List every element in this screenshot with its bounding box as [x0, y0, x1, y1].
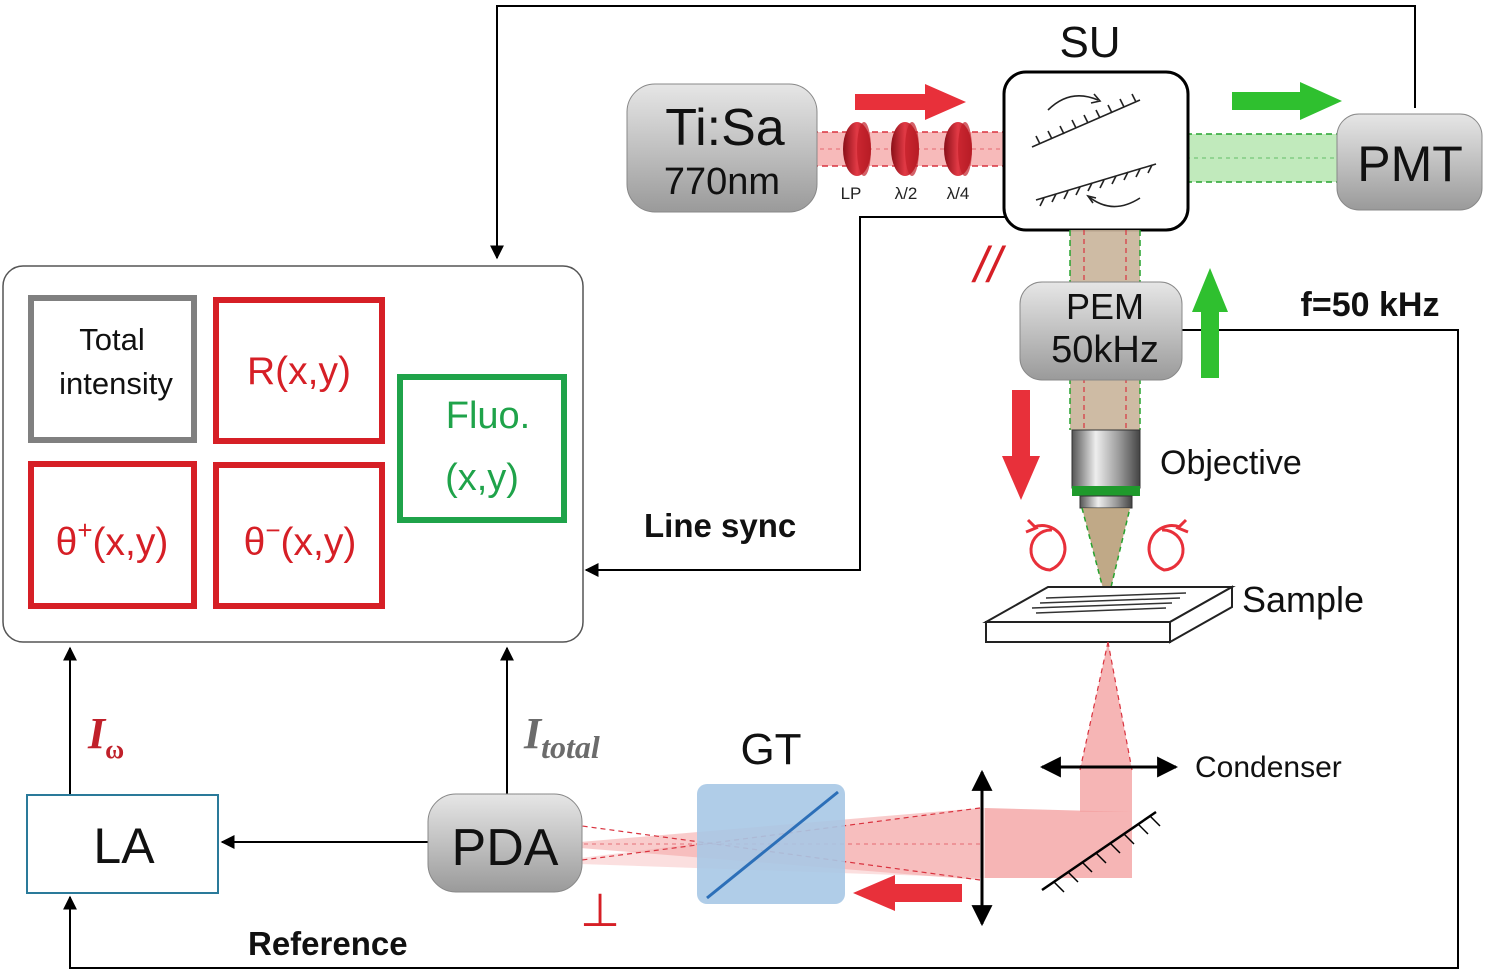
theta-plus-box — [28, 461, 197, 609]
lock-in-amplifier — [26, 794, 219, 894]
fluorescence-box — [397, 374, 567, 523]
sample-slide — [982, 585, 1236, 644]
vertical-beam — [1070, 230, 1140, 285]
fold-mirror — [1041, 810, 1161, 893]
total-intensity-label-2: intensity — [59, 366, 173, 401]
half-wave-label: λ/2 — [895, 184, 918, 203]
total-intensity-box — [28, 295, 197, 443]
la-label: LA — [93, 818, 155, 874]
glan-thompson-polarizer — [697, 784, 845, 904]
fluorescence-label-1: Fluo. — [446, 395, 530, 437]
theta-minus-label: θ−(x,y) — [244, 515, 357, 564]
sample-label: Sample — [1242, 579, 1364, 620]
reflection-box — [213, 297, 385, 444]
excitation-down-arrow-icon — [1002, 390, 1040, 500]
f-50khz-label: f=50 kHz — [1301, 286, 1440, 324]
parallel-polarization-label: // — [971, 237, 1007, 293]
half-wave-plate — [891, 122, 919, 176]
su-label: SU — [1059, 18, 1120, 67]
pem-frequency: 50kHz — [1051, 329, 1159, 371]
objective-lens — [1071, 429, 1141, 509]
total-intensity-label-1: Total — [79, 322, 144, 357]
quarter-wave-label: λ/4 — [947, 184, 970, 203]
line-sync-line — [584, 216, 1005, 577]
tisa-laser — [626, 83, 818, 213]
pda-label: PDA — [452, 819, 559, 877]
condenser-label: Condenser — [1195, 751, 1342, 784]
pem-label: PEM — [1066, 286, 1144, 327]
excitation-arrow-icon — [855, 84, 966, 120]
theta-minus-box — [213, 462, 385, 609]
circular-polarization-left-icon — [1025, 518, 1067, 572]
tisa-wavelength: 770nm — [664, 161, 780, 203]
scan-mirror-1 — [1031, 93, 1141, 148]
reference-label: Reference — [248, 925, 408, 962]
image-processing-panel — [2, 265, 584, 643]
quarter-wave-plate — [944, 122, 972, 176]
pmt-label: PMT — [1357, 136, 1463, 192]
pem-modulator — [1019, 281, 1183, 381]
fluorescence-arrow-icon — [1232, 82, 1342, 120]
reflection-label: R(x,y) — [247, 350, 351, 393]
gt-label: GT — [740, 725, 801, 774]
fluorescence-label-2: (x,y) — [445, 457, 519, 499]
lp-label: LP — [841, 184, 862, 203]
return-arrow-icon — [853, 875, 962, 911]
perpendicular-polarization-label: ⊥ — [580, 884, 620, 936]
fluorescence-up-arrow-icon — [1192, 268, 1228, 378]
scan-feedback-line — [490, 5, 1416, 260]
reference-line — [63, 329, 1459, 969]
return-beam — [985, 808, 1132, 878]
focus-cone — [1082, 508, 1130, 604]
theta-plus-label: θ+(x,y) — [56, 515, 169, 564]
circular-polarization-right-icon — [1147, 518, 1189, 572]
pda-detector — [427, 793, 583, 893]
transmitted-beam — [1080, 642, 1132, 812]
scan-mirror-2 — [1035, 163, 1157, 208]
i-total-label: Itotal — [523, 709, 600, 765]
objective-label: Objective — [1160, 444, 1302, 482]
i-omega-label: Iω — [87, 709, 124, 764]
linear-polarizer — [843, 122, 871, 176]
line-sync-label: Line sync — [644, 507, 796, 544]
tisa-label: Ti:Sa — [665, 99, 785, 157]
pmt-detector — [1336, 113, 1483, 211]
